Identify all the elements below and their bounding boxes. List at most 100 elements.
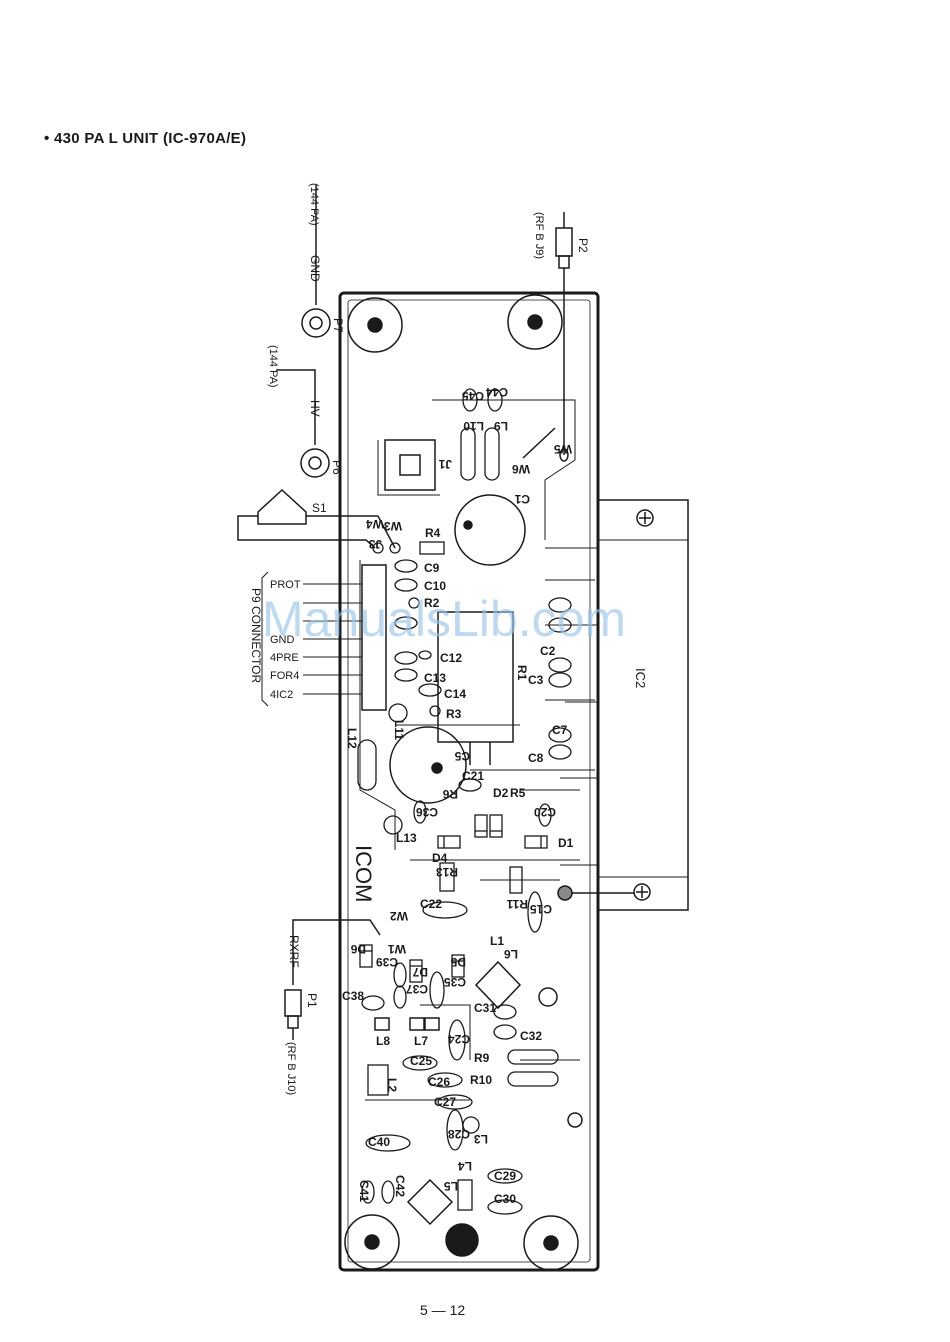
p6-dest: (144 PA) — [267, 345, 279, 388]
label-r5: R5 — [510, 786, 526, 800]
c1-capacitor — [454, 494, 526, 566]
board-hole — [567, 1112, 583, 1128]
diode — [359, 814, 548, 983]
label-l2: L2 — [385, 1078, 399, 1092]
p9-pin-5: 4PRE — [270, 652, 299, 664]
label-l10: L10 — [463, 419, 484, 433]
pcb-inner-edge — [347, 299, 591, 1263]
label-c24: C24 — [448, 1032, 470, 1046]
label-d2: D2 — [493, 786, 509, 800]
p1-dest: (RF B J10) — [285, 1042, 297, 1095]
page-title: • 430 PA L UNIT (IC-970A/E) — [44, 130, 247, 147]
label-c27: C27 — [434, 1095, 456, 1109]
component-labels: C44 C45 L10 L9 W5 W6 J1 C1 W3 W4 J3 R4 C… — [342, 385, 574, 1206]
screw-icon — [633, 883, 651, 901]
p9-pin-labels: PROT GND 4PRE FOR4 4IC2 — [270, 579, 301, 701]
r1-resistor — [437, 611, 514, 743]
label-w5: W5 — [554, 442, 572, 456]
label-r3: R3 — [446, 707, 462, 721]
label-c9: C9 — [424, 561, 440, 575]
label-c39: C39 — [376, 955, 398, 969]
label-c40: C40 — [368, 1135, 390, 1149]
label-c28: C28 — [448, 1127, 470, 1141]
p2-dest: (RF B J9) — [533, 212, 545, 259]
label-d5: D5 — [450, 955, 466, 969]
p1-label: P1 — [305, 993, 319, 1008]
label-l1: L1 — [490, 934, 504, 948]
ic2-module — [597, 499, 689, 911]
label-c14: C14 — [444, 687, 466, 701]
p9-bracket — [261, 571, 269, 707]
pad — [372, 542, 480, 1134]
label-d7: D7 — [412, 965, 428, 979]
s1-switch — [257, 488, 307, 525]
label-c22: C22 — [420, 897, 442, 911]
board-hole — [445, 1223, 479, 1257]
icom-logo: ICOM — [351, 845, 376, 902]
label-c3: C3 — [528, 673, 544, 687]
label-l3: L3 — [474, 1132, 488, 1146]
label-c8: C8 — [528, 751, 544, 765]
p7-dest: (144 PA) — [308, 183, 320, 226]
label-c10: C10 — [424, 579, 446, 593]
label-j3: J3 — [368, 537, 382, 551]
label-w3: W3 — [384, 519, 402, 533]
label-c20: C20 — [534, 805, 556, 819]
label-l11: L11 — [392, 720, 406, 740]
p1-signal: RXRF — [287, 935, 301, 968]
p6-label: P6 — [330, 460, 344, 475]
label-r4: R4 — [425, 526, 441, 540]
p7-terminal — [301, 308, 331, 338]
label-c44: C44 — [486, 385, 508, 399]
label-c7: C7 — [552, 723, 568, 737]
label-w2: W2 — [390, 909, 408, 923]
label-l4: L4 — [458, 1159, 472, 1173]
label-c12: C12 — [440, 651, 462, 665]
pcb-trace — [359, 399, 595, 1101]
label-c21: C21 — [462, 769, 484, 783]
label-w4: W4 — [366, 517, 384, 531]
label-d6: D6 — [350, 942, 366, 956]
label-w6: W6 — [512, 462, 530, 476]
label-l13: L13 — [396, 831, 417, 845]
inductor — [357, 427, 559, 1087]
label-l6: L6 — [504, 947, 518, 961]
p2-label: P2 — [576, 238, 590, 253]
label-c29: C29 — [494, 1169, 516, 1183]
label-l7: L7 — [414, 1034, 428, 1048]
label-r6: R6 — [442, 787, 458, 801]
p6-signal: HV — [308, 400, 322, 417]
p9-pin-7: 4IC2 — [270, 689, 293, 701]
l5-coil — [406, 1178, 454, 1226]
j3-connector — [361, 564, 387, 711]
j1-jack-inner — [399, 454, 421, 476]
p7-signal: GND — [308, 255, 322, 282]
label-r10: R10 — [470, 1073, 492, 1087]
p9-connector-lines — [303, 583, 362, 695]
screw-icon — [636, 509, 654, 527]
label-r2: R2 — [424, 596, 440, 610]
label-j1: J1 — [438, 457, 452, 471]
p9-connector-label: P9 CONNECTOR — [249, 588, 263, 683]
label-c15: C15 — [530, 902, 552, 916]
label-c30: C30 — [494, 1192, 516, 1206]
j1-jack — [384, 439, 436, 491]
label-d1: D1 — [558, 836, 574, 850]
page-number: 5 — 12 — [420, 1302, 466, 1318]
label-c45: C45 — [462, 389, 484, 403]
p7-label: P7 — [331, 318, 345, 333]
label-c13: C13 — [424, 671, 446, 685]
p2-plug — [555, 227, 573, 257]
mounting-hole — [344, 294, 579, 1271]
label-c42: C42 — [393, 1175, 407, 1197]
label-l12: L12 — [345, 728, 359, 749]
label-c2: C2 — [540, 644, 556, 658]
label-d4: D4 — [432, 851, 448, 865]
ic2-label: IC2 — [633, 668, 648, 688]
board-hole — [538, 987, 558, 1007]
p1-plug — [284, 989, 302, 1017]
label-c1: C1 — [514, 492, 530, 506]
label-r11: R11 — [506, 897, 528, 911]
label-l9: L9 — [494, 419, 508, 433]
